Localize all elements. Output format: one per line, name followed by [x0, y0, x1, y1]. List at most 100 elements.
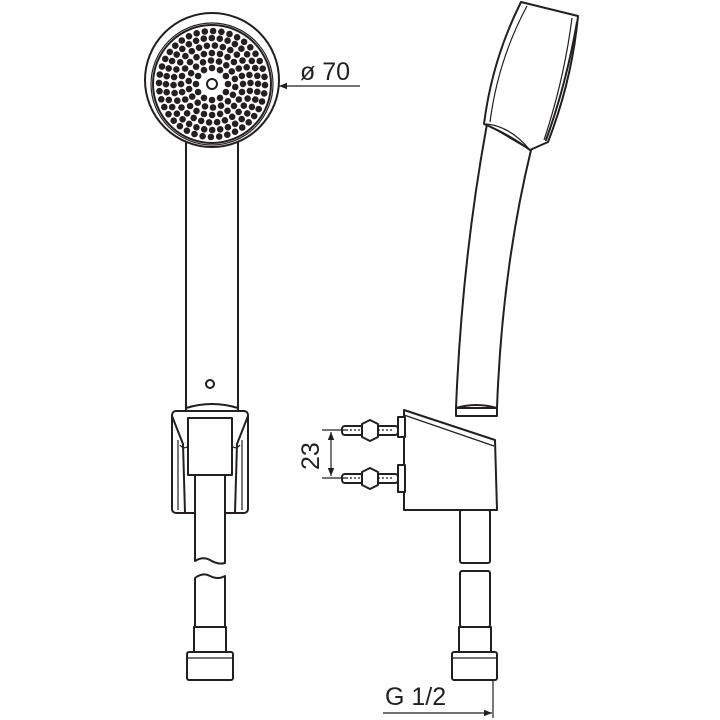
- nozzle-dot: [182, 52, 189, 60]
- nozzle-dot: [178, 88, 186, 96]
- nozzle-dot: [219, 43, 227, 51]
- nozzle-dot: [235, 96, 243, 103]
- side-handle: [455, 123, 532, 409]
- nozzle-dot: [240, 102, 248, 109]
- nozzle-dot: [248, 103, 256, 111]
- front-hose-upper: [194, 474, 226, 565]
- nozzle-dot: [178, 72, 186, 80]
- front-handle: [185, 131, 239, 418]
- nozzle-dot: [186, 102, 194, 110]
- nozzle-dot: [227, 46, 234, 54]
- nozzle-dot: [208, 96, 216, 104]
- nozzle-dot: [208, 34, 216, 42]
- nozzle-dot: [228, 113, 236, 121]
- nozzle-dot: [183, 110, 191, 117]
- nozzle-dot: [186, 58, 194, 66]
- nozzle-dot: [185, 40, 193, 48]
- nozzle-dot: [261, 81, 269, 89]
- nozzle-dot: [178, 37, 186, 44]
- nozzle-dot: [200, 110, 208, 118]
- bracket-tab: [397, 416, 406, 438]
- nozzle-dot: [224, 80, 232, 88]
- nozzle-dot: [181, 65, 189, 72]
- nozzle-dot: [239, 80, 247, 88]
- nozzle-dot: [173, 110, 181, 117]
- nozzle-dot: [233, 34, 241, 41]
- nozzle-dot: [231, 75, 239, 83]
- nozzle-dot: [172, 42, 179, 49]
- nozzle-dot: [222, 72, 230, 80]
- wall-plug-lower: [341, 467, 399, 490]
- nozzle-dot: [253, 72, 261, 80]
- nozzle-dot: [251, 64, 259, 72]
- nozzle-dot: [200, 126, 208, 133]
- nozzle-dot: [185, 85, 193, 93]
- nozzle-dot: [231, 120, 239, 128]
- nozzle-dot: [193, 53, 200, 61]
- nozzle-dot: [187, 69, 195, 77]
- nozzle-dot: [199, 59, 207, 66]
- nozzle-dot: [231, 128, 239, 135]
- nozzle-dot: [201, 103, 209, 110]
- nozzle-dot: [235, 65, 243, 72]
- nozzle-dot: [231, 40, 239, 48]
- nozzle-dot: [248, 57, 256, 65]
- nozzle-dot: [208, 64, 216, 72]
- diameter-dimension: ø 70: [279, 58, 360, 90]
- nozzle-dot: [260, 90, 268, 97]
- side-hose-upper: [459, 509, 491, 564]
- nozzle-dot: [203, 42, 211, 50]
- nozzle-dot: [246, 71, 253, 79]
- nozzle-dot: [170, 73, 178, 81]
- nozzle-dot: [238, 45, 245, 52]
- nozzle-dot: [162, 80, 170, 88]
- nozzle-dot: [256, 57, 264, 65]
- nozzle-dot: [240, 38, 248, 46]
- nozzle-dot: [229, 91, 237, 99]
- nozzle-dot: [200, 50, 208, 58]
- nozzle-dot: [215, 133, 223, 140]
- nozzle-dot: [171, 89, 178, 97]
- nozzle-dot: [200, 66, 208, 74]
- nozzle-dot: [194, 72, 202, 80]
- nozzle-dot: [243, 64, 250, 71]
- nozzle-dot: [194, 99, 201, 106]
- nozzle-dot: [247, 44, 254, 51]
- thread-dimension: G 1/2: [383, 680, 494, 718]
- nozzle-dot: [244, 110, 251, 117]
- nozzle-dot: [165, 96, 173, 104]
- diameter-label: ø 70: [300, 58, 350, 86]
- nozzle-dot: [185, 33, 193, 40]
- spacing-dimension: 23: [297, 429, 346, 479]
- nozzle-dot: [178, 104, 185, 111]
- nozzle-dot: [238, 88, 246, 96]
- nozzle-dot: [222, 88, 230, 96]
- nozzle-dot: [209, 27, 217, 35]
- nozzle-dot: [230, 58, 238, 66]
- nozzle-dot: [208, 111, 216, 119]
- nozzle-dot: [179, 116, 186, 123]
- nozzle-dot: [176, 59, 184, 66]
- nozzle-dot: [233, 51, 241, 58]
- side-hose-collar: [458, 626, 492, 653]
- nozzle-dot: [190, 114, 197, 122]
- nozzle-dot: [200, 94, 208, 102]
- thread-label: G 1/2: [385, 683, 446, 711]
- nozzle-dot: [239, 57, 246, 64]
- nozzle-dot: [158, 96, 165, 103]
- nozzle-dot: [235, 108, 242, 116]
- nozzle-dot: [238, 72, 246, 80]
- nozzle-dot: [193, 107, 200, 115]
- nozzle-dot: [218, 28, 225, 36]
- nozzle-dot: [208, 49, 216, 57]
- nozzle-dot: [221, 117, 229, 124]
- nozzle-dot: [211, 42, 219, 49]
- nozzle-dot: [215, 58, 223, 65]
- nozzle-dot: [243, 51, 251, 58]
- nozzle-dot: [173, 66, 180, 73]
- nozzle-dot: [158, 63, 166, 70]
- front-hose-collar: [193, 626, 227, 653]
- nozzle-dot: [216, 126, 224, 133]
- nozzle-dot: [156, 71, 164, 78]
